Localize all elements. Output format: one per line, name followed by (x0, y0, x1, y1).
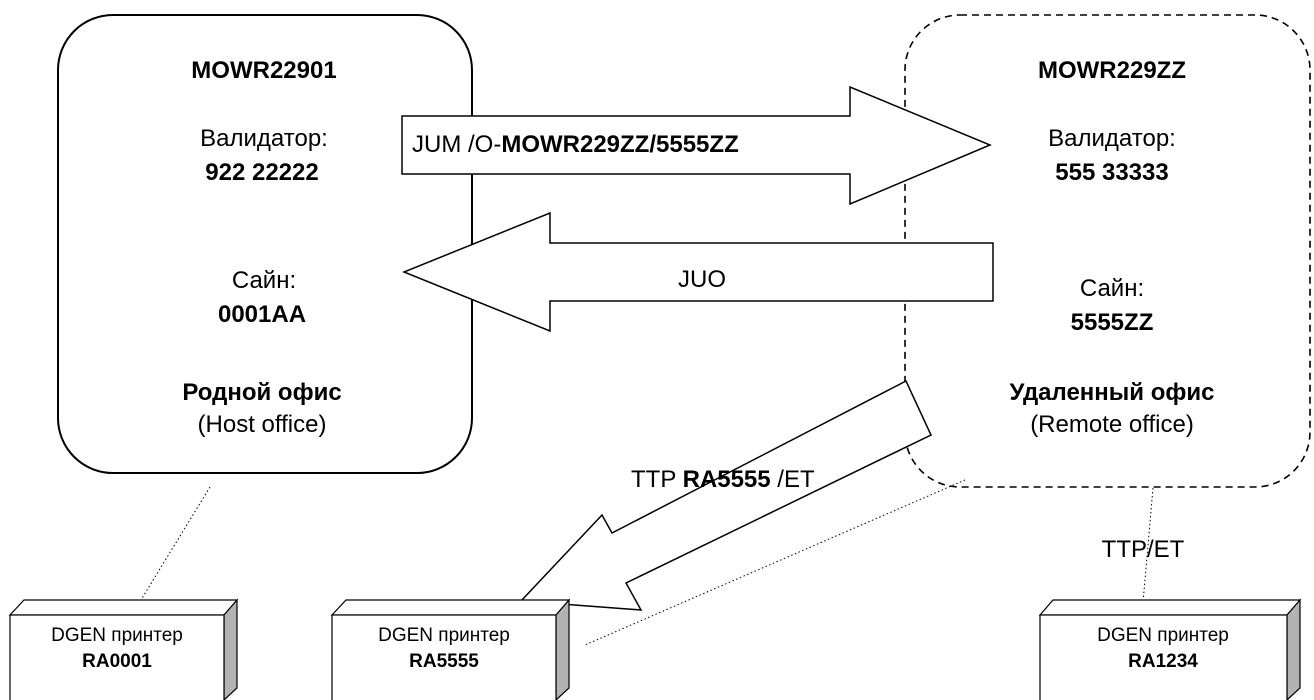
printer-ra0001-label: DGEN принтер (51, 625, 183, 646)
printer-ra0001-code: RA0001 (82, 651, 152, 672)
remote-validator-value: 555 33333 (1055, 159, 1169, 186)
ttp-arrow-label: TTP RA5555 /ET (631, 466, 815, 494)
printer-ra5555-code: RA5555 (409, 651, 479, 672)
remote-sign-label: Сайн: (1079, 275, 1145, 302)
printer-ra1234-shape (1038, 598, 1302, 700)
juo-arrow (401, 211, 994, 333)
host-validator-label: Валидатор: (200, 125, 328, 152)
remote-sign-value: 5555ZZ (1070, 309, 1154, 336)
printer-ra5555-shape (330, 598, 571, 700)
remote-office-box (904, 14, 1311, 488)
remote-office-name-en: (Remote office) (1030, 411, 1194, 438)
jum-sign: 5555ZZ (656, 131, 739, 158)
remote-office-name: Удаленный офис (1009, 379, 1215, 406)
connector-remote-printer-ra1234 (1141, 487, 1154, 615)
jum-prefix: JUM /O- (412, 131, 502, 158)
jum-slash: / (649, 131, 657, 158)
printer-ra5555-label: DGEN принтер (378, 625, 510, 646)
jum-arrow (401, 85, 992, 206)
jum-arrow-label: JUM /O-MOWR229ZZ/5555ZZ (412, 131, 739, 159)
host-office-id: MOWR22901 (191, 57, 337, 84)
connector-remote-printer-ra5555 (584, 479, 966, 646)
connector-host-printer (132, 486, 211, 614)
host-validator-value: 922 22222 (205, 159, 319, 186)
jum-office: MOWR229ZZ (501, 131, 650, 158)
ttp-prefix: TTP (631, 466, 683, 493)
host-sign-value: 0001AA (217, 301, 307, 328)
printer-ra1234-label: DGEN принтер (1097, 625, 1229, 646)
ttp-et-label: TTP/ET (1101, 536, 1185, 563)
host-office-name-en: (Host office) (197, 411, 327, 438)
remote-validator-label: Валидатор: (1048, 125, 1176, 152)
host-office-name: Родной офис (182, 379, 342, 406)
ttp-printer: RA5555 (682, 466, 771, 493)
ttp-arrow (519, 379, 932, 611)
host-sign-label: Сайн: (231, 267, 297, 294)
printer-ra0001-shape (8, 598, 239, 700)
juo-arrow-label: JUO (678, 266, 726, 293)
ttp-suffix: /ET (770, 466, 815, 493)
remote-office-id: MOWR229ZZ (1037, 57, 1187, 84)
printer-ra1234-code: RA1234 (1128, 651, 1198, 672)
